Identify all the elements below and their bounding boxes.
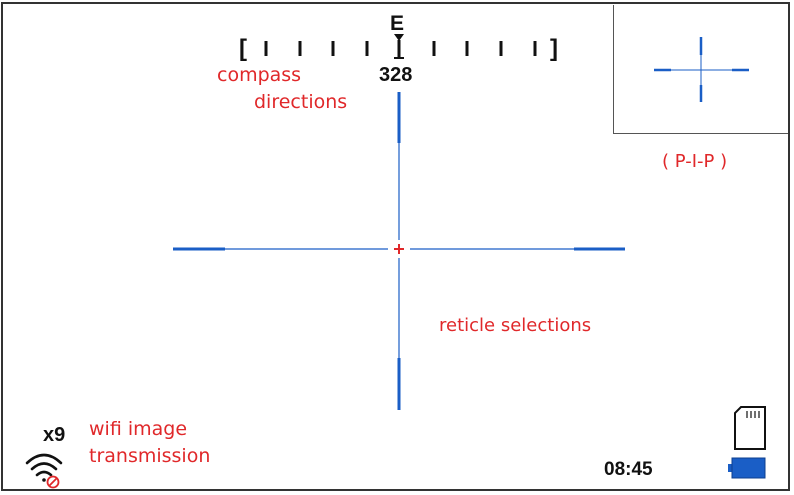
compass-heading-letter: E bbox=[390, 12, 405, 35]
clock-time: 08:45 bbox=[604, 459, 653, 480]
reticle bbox=[173, 92, 625, 410]
pip-reticle bbox=[654, 37, 749, 102]
annotation-pip: ( P-I-P ) bbox=[662, 151, 728, 172]
compass-bracket-left: [ bbox=[239, 35, 247, 62]
annotation-compass-line2: directions bbox=[254, 91, 348, 113]
compass-bar bbox=[173, 34, 625, 410]
annotation-compass-line1: compass bbox=[217, 64, 302, 86]
annotation-wifi-line1: wifi image bbox=[89, 418, 188, 440]
zoom-level: x9 bbox=[43, 424, 66, 446]
compass-bracket-right: ] bbox=[550, 35, 558, 62]
pip-window[interactable] bbox=[613, 5, 788, 134]
compass-bearing: 328 bbox=[379, 64, 413, 86]
annotation-wifi-line2: transmission bbox=[89, 445, 211, 467]
annotation-reticle: reticle selections bbox=[439, 315, 592, 336]
compass-pointer-icon bbox=[394, 34, 404, 59]
compass-ticks bbox=[264, 41, 537, 56]
